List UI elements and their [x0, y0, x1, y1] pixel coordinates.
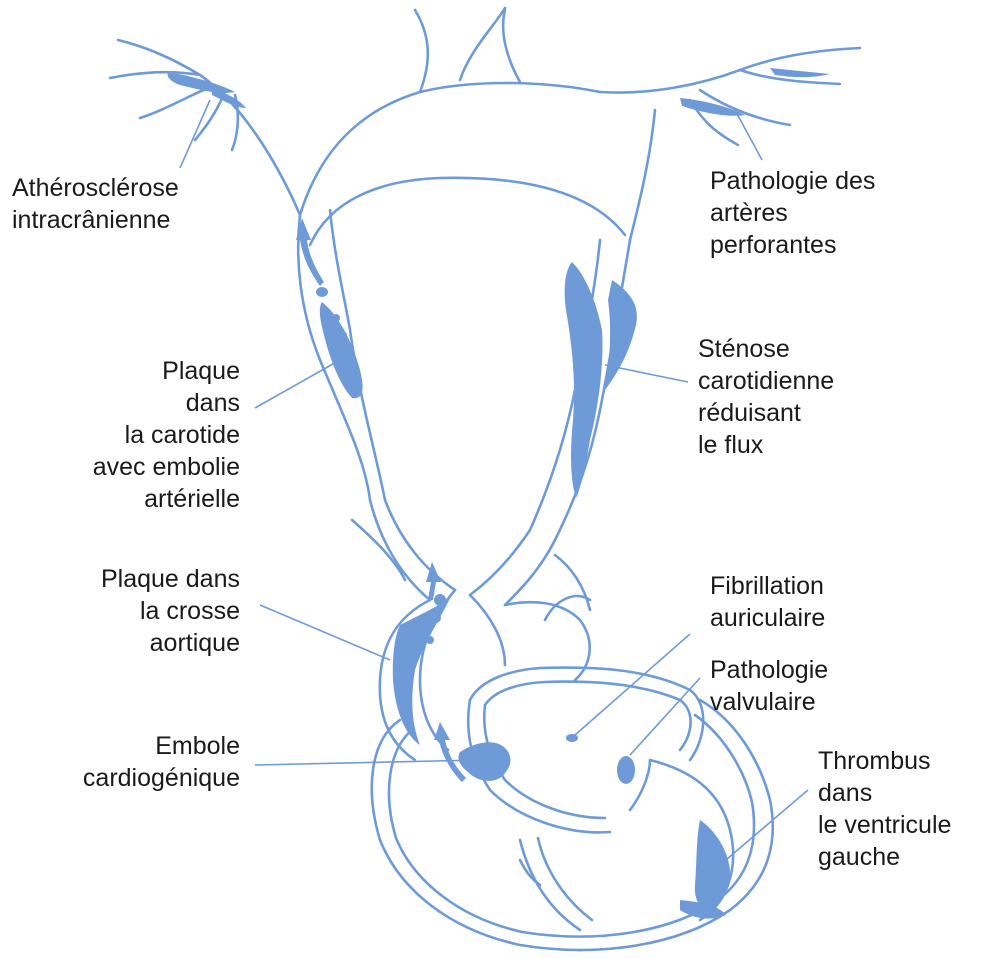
aortic-embolus-2	[431, 613, 441, 623]
carotid-stenosis	[565, 262, 603, 498]
label-pathologie-arteres-perforantes: Pathologie des artères perforantes	[710, 165, 875, 261]
lv-thrombus	[695, 820, 730, 912]
perforating-plaque-2	[770, 68, 830, 77]
label-plaque-crosse-aortique: Plaque dans la crosse aortique	[40, 563, 240, 659]
embolus-left-3	[341, 332, 347, 338]
carotid-stenosis-2	[605, 280, 637, 390]
valve-lesion	[617, 756, 635, 784]
atrial-fibrillation-dot	[566, 734, 578, 742]
carotid-plaque-left	[320, 302, 363, 398]
label-stenose-carotidienne: Sténose carotidienne réduisant le flux	[698, 333, 834, 461]
label-pathologie-valvulaire: Pathologie valvulaire	[710, 654, 828, 718]
aortic-embolus-3	[426, 636, 434, 644]
aortic-embolus-1	[434, 594, 446, 606]
cardiogenic-embolus	[458, 742, 510, 781]
label-plaque-carotide: Plaque dans la carotide avec embolie art…	[40, 355, 240, 515]
label-fibrillation-auriculaire: Fibrillation auriculaire	[710, 570, 825, 634]
embolus-left-2	[332, 314, 340, 322]
perforating-plaque	[680, 98, 745, 116]
label-atherosclerose-intracranienne: Athérosclérose intracrânienne	[12, 172, 179, 236]
label-thrombus-ventricule-gauche: Thrombus dans le ventricule gauche	[818, 745, 951, 873]
embolus-left-1	[316, 287, 328, 297]
label-embole-cardiogenique: Embole cardiogénique	[40, 730, 240, 794]
